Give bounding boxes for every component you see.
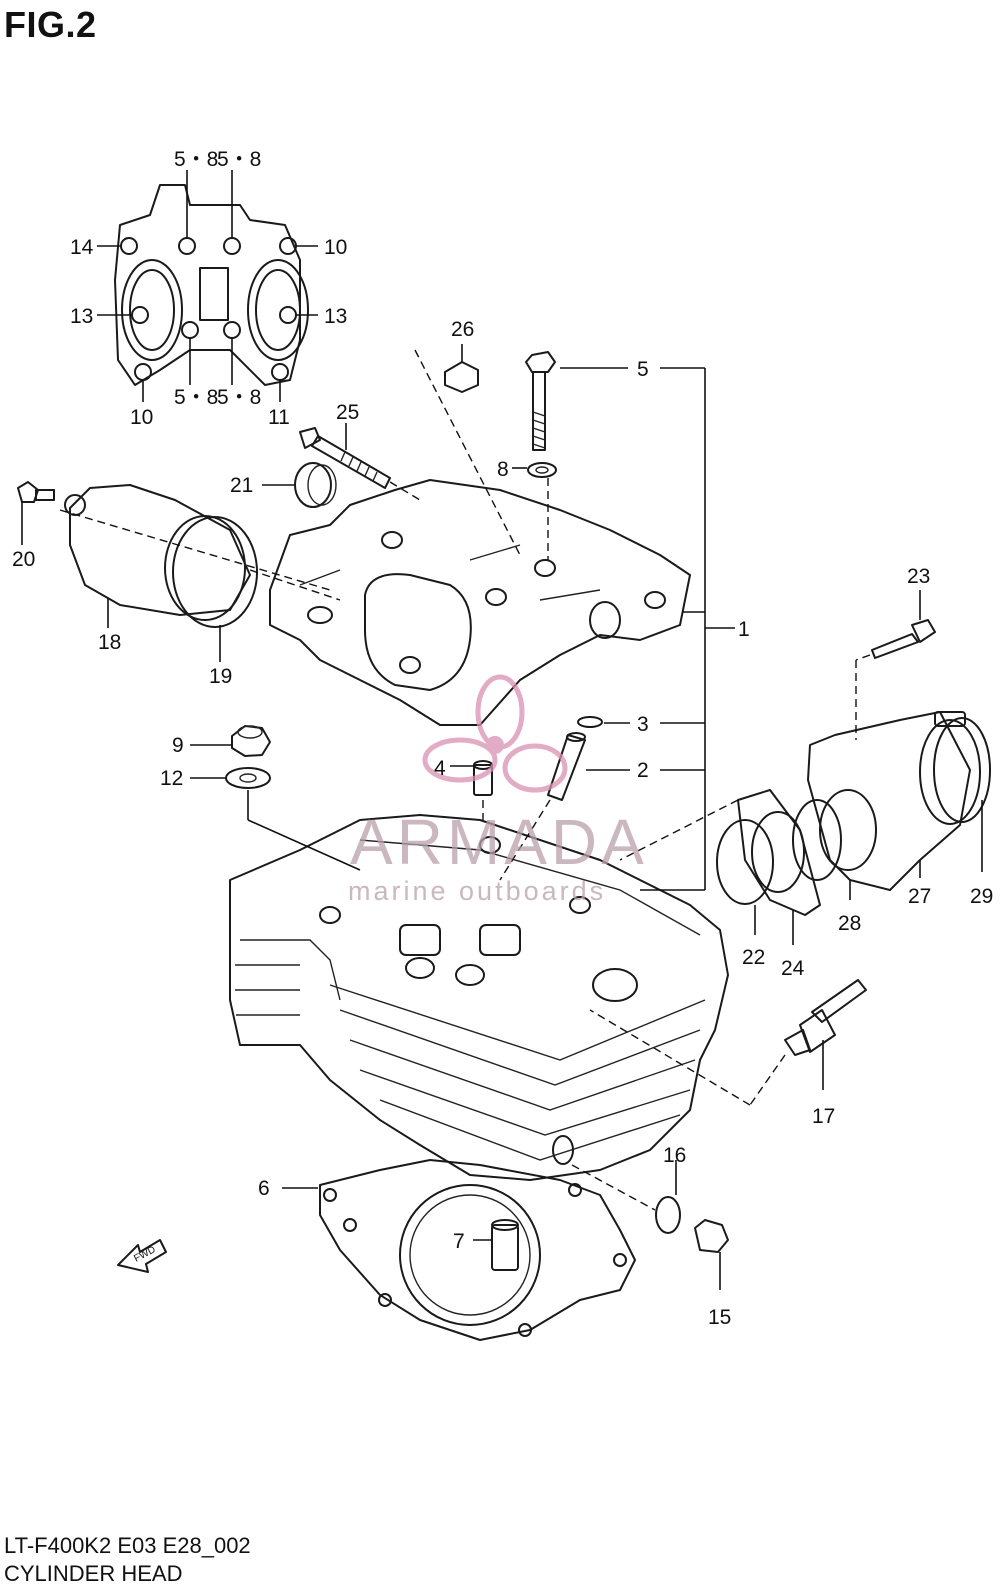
watermark-brand: ARMADA bbox=[350, 806, 648, 878]
plug-15 bbox=[694, 1219, 729, 1253]
callout-11: 11 bbox=[268, 406, 290, 429]
callout-torque: 5・8 bbox=[174, 386, 218, 409]
callout-13: 13 bbox=[70, 305, 93, 328]
washer bbox=[527, 462, 557, 478]
model-code: LT-F400K2 E03 E28_002 bbox=[4, 1533, 251, 1558]
callout-6: 6 bbox=[258, 1177, 270, 1200]
cylinder-head-gasket bbox=[319, 1159, 636, 1341]
spark-plug-17 bbox=[784, 979, 867, 1056]
watermark-logo: ARMADA marine outboards bbox=[348, 674, 648, 906]
callout-27: 27 bbox=[908, 885, 931, 908]
callout-9: 9 bbox=[172, 734, 184, 757]
callout-28: 28 bbox=[838, 912, 861, 935]
alignment-lines bbox=[59, 349, 871, 1211]
callout-2: 2 bbox=[637, 759, 649, 782]
oil-pipe-2 bbox=[547, 732, 586, 801]
cylinder-head bbox=[229, 814, 729, 1181]
o-ring-3 bbox=[577, 716, 603, 728]
propeller-icon bbox=[422, 674, 568, 793]
callout-7: 7 bbox=[453, 1230, 465, 1253]
insulator-24 bbox=[737, 789, 821, 916]
side-cover-18 bbox=[64, 484, 251, 621]
bolt-25 bbox=[299, 427, 391, 489]
callout-labels: 5・8 5・8 14 10 13 13 5・8 5・8 10 11 26 5 2… bbox=[12, 148, 993, 1329]
callout-24: 24 bbox=[781, 957, 805, 980]
callout-17: 17 bbox=[812, 1105, 835, 1128]
callout-3: 3 bbox=[637, 713, 649, 736]
callout-torque: 5・8 bbox=[217, 386, 261, 409]
callout-20: 20 bbox=[12, 548, 35, 571]
clamp-29 bbox=[933, 711, 991, 823]
callout-14: 14 bbox=[70, 236, 94, 259]
washer-12 bbox=[225, 767, 271, 789]
callout-18: 18 bbox=[98, 631, 121, 654]
forward-direction-arrow: FWD bbox=[117, 1239, 167, 1273]
intake-pipe-27 bbox=[807, 711, 981, 891]
callout-10: 10 bbox=[130, 406, 153, 429]
callout-29: 29 bbox=[970, 885, 993, 908]
cylinder-head-cover bbox=[269, 479, 691, 726]
leader-lines bbox=[21, 344, 983, 1290]
figure-title: FIG.2 bbox=[4, 4, 97, 45]
gasket-16 bbox=[655, 1196, 681, 1234]
callout-13: 13 bbox=[324, 305, 347, 328]
callout-16: 16 bbox=[663, 1144, 686, 1167]
callout-10: 10 bbox=[324, 236, 347, 259]
callout-23: 23 bbox=[907, 565, 930, 588]
gasket-28 bbox=[792, 799, 842, 881]
nut-26 bbox=[444, 361, 479, 393]
callout-19: 19 bbox=[209, 665, 232, 688]
callout-torque: 5・8 bbox=[174, 148, 218, 171]
callout-26: 26 bbox=[451, 318, 474, 341]
callout-4: 4 bbox=[434, 757, 446, 780]
cap-bolt-20 bbox=[17, 481, 55, 503]
figure-caption: CYLINDER HEAD bbox=[4, 1561, 183, 1586]
bolt-23 bbox=[871, 619, 936, 659]
callout-22: 22 bbox=[742, 946, 765, 969]
nut-9 bbox=[231, 725, 271, 757]
watermark-tagline: marine outboards bbox=[348, 876, 606, 906]
callout-1: 1 bbox=[738, 618, 750, 641]
callout-25: 25 bbox=[336, 401, 359, 424]
head-bolt-pattern-inset bbox=[97, 170, 318, 402]
callout-21: 21 bbox=[230, 474, 253, 497]
cylinder-head-cover-bolt bbox=[525, 351, 556, 451]
callout-8: 8 bbox=[497, 458, 509, 481]
callout-15: 15 bbox=[708, 1306, 731, 1329]
callout-5: 5 bbox=[637, 358, 649, 381]
callout-torque: 5・8 bbox=[217, 148, 261, 171]
dowel-pin bbox=[491, 1219, 519, 1271]
callout-12: 12 bbox=[160, 767, 183, 790]
o-ring-22 bbox=[716, 819, 774, 905]
oil-seal-21 bbox=[294, 462, 337, 508]
